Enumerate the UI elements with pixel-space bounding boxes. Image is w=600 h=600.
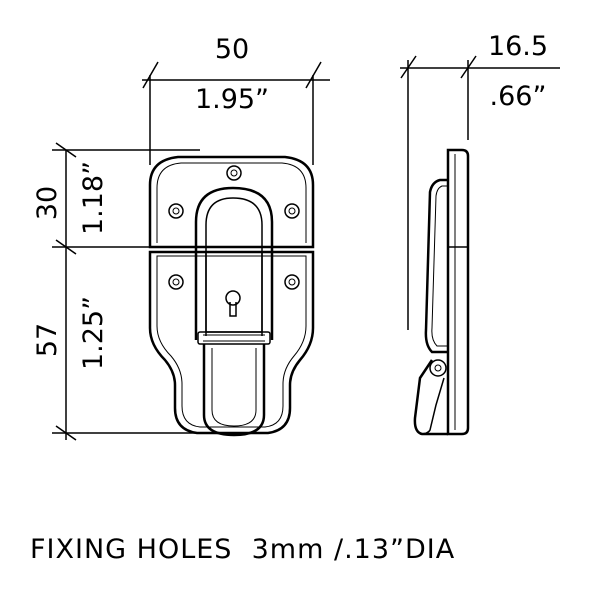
height-tick-bottom [55, 425, 77, 441]
lower-height-mm-label: 57 [32, 323, 63, 357]
side-backplate [446, 148, 470, 436]
width-tick-left [142, 61, 159, 89]
height-tick-mid [55, 239, 77, 255]
keyhole-icon [225, 290, 241, 306]
fixing-hole-lower-right [284, 274, 300, 290]
upper-height-mm-label: 30 [32, 186, 63, 220]
side-pivot [429, 359, 447, 377]
upper-backplate-bevel [156, 162, 307, 243]
fixing-hole-upper-right-inner [288, 207, 296, 215]
width-dimension: 50 1.95” [142, 34, 330, 165]
lower-backplate [148, 250, 315, 435]
upper-backplate [148, 155, 315, 249]
lower-backplate-bevel [156, 255, 307, 428]
catch-hinge [197, 331, 271, 345]
width-tick-right [305, 61, 322, 89]
fixing-holes-note: FIXING HOLES 3mm /.13”DIA [30, 534, 455, 565]
side-bail-inner [431, 185, 448, 347]
side-pivot-inner [434, 364, 442, 372]
fixing-hole-upper-right [284, 203, 300, 219]
fixing-hole-top [226, 165, 242, 181]
catch-lever [202, 344, 266, 437]
side-catch-tip [419, 377, 445, 435]
depth-mm-label: 16.5 [488, 31, 548, 62]
depth-in-label: .66” [490, 81, 547, 112]
height-tick-top [55, 142, 77, 158]
lower-height-in-label: 1.25” [78, 296, 109, 370]
lock-body [205, 251, 263, 333]
latch-front-view [148, 155, 315, 437]
fixing-hole-lower-left-inner [172, 278, 180, 286]
side-bail-profile [424, 178, 448, 354]
bail-loop-inner [205, 197, 263, 336]
fixing-hole-upper-left [168, 203, 184, 219]
fixing-hole-lower-left [168, 274, 184, 290]
upper-height-in-label: 1.18” [78, 161, 109, 235]
height-dimensions: 30 1.18” 57 1.25” [32, 142, 200, 441]
catch-hinge-lines [203, 334, 265, 342]
fixing-hole-top-inner [230, 169, 238, 177]
width-mm-label: 50 [215, 34, 249, 65]
width-in-label: 1.95” [195, 84, 269, 115]
depth-tick-right [460, 55, 477, 79]
latch-side-view [413, 148, 470, 436]
depth-dimension: 16.5 .66” [400, 31, 560, 330]
fixing-hole-upper-left-inner [172, 207, 180, 215]
keyhole-slot [229, 302, 237, 317]
bail-loop-outer [194, 186, 274, 340]
catch-lever-inner [211, 348, 257, 427]
fixing-hole-lower-right-inner [288, 278, 296, 286]
fixing-holes [168, 165, 300, 290]
depth-tick-left [400, 55, 417, 79]
